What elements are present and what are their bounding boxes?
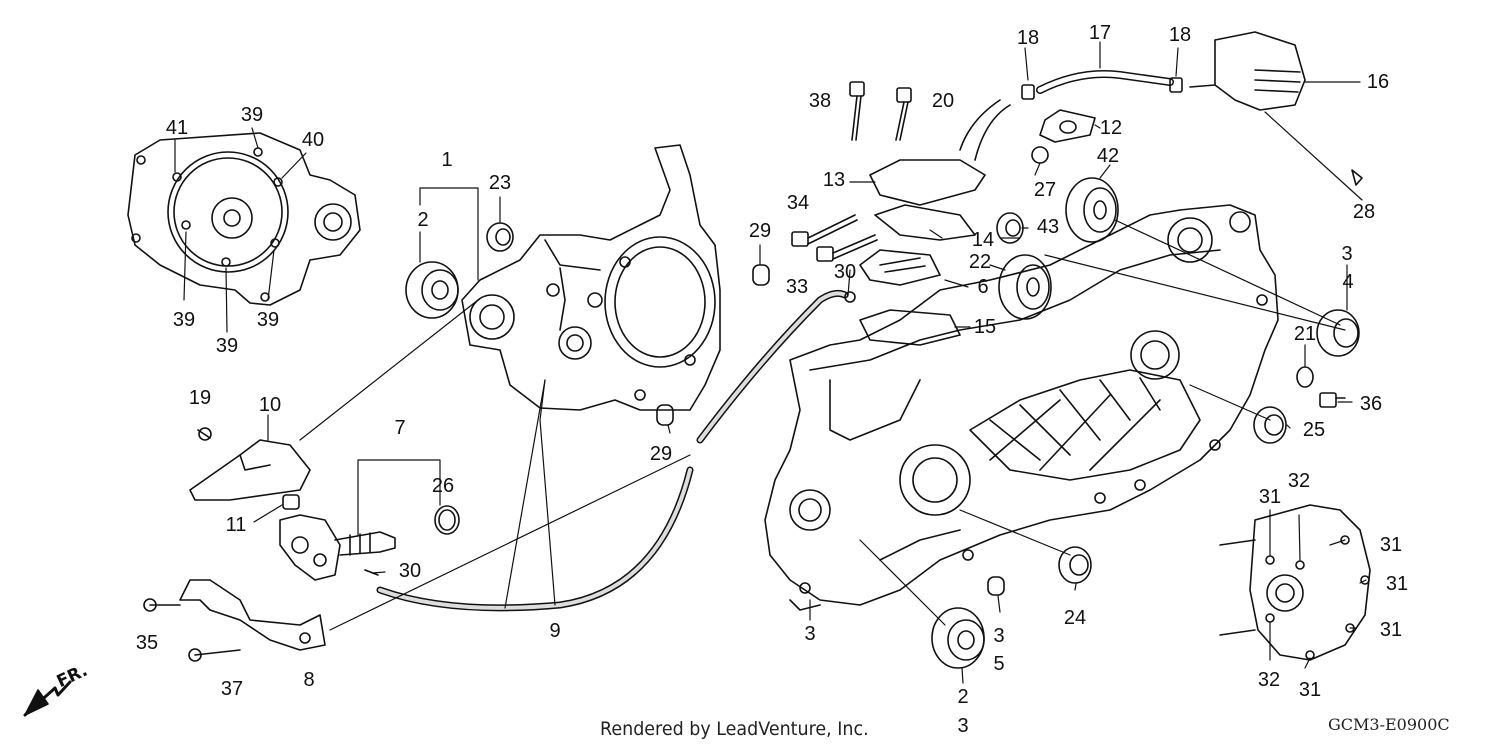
- callout-23: 23: [488, 172, 512, 194]
- callout-9: 9: [549, 620, 561, 642]
- right-crankcase-half: [764, 204, 1279, 611]
- bearing-42: [1065, 177, 1119, 243]
- callout-1: 1: [441, 149, 453, 171]
- callout-30: 30: [398, 560, 422, 582]
- callout-28: 28: [1352, 201, 1376, 223]
- bolts: [791, 81, 1363, 408]
- oil-seal-23: [486, 222, 514, 252]
- callout-2: 2: [957, 686, 969, 708]
- callout-22: 22: [968, 251, 992, 273]
- callout-3: 3: [957, 715, 969, 737]
- callout-31: 31: [1258, 486, 1282, 508]
- callout-8: 8: [303, 669, 315, 691]
- callout-31: 31: [1379, 619, 1403, 641]
- callout-39: 39: [172, 309, 196, 331]
- air-filter-16: [1189, 31, 1306, 111]
- callout-39: 39: [240, 104, 264, 126]
- callout-16: 16: [1366, 71, 1390, 93]
- callout-14: 14: [971, 229, 995, 251]
- bracket-8: [143, 579, 326, 662]
- callout-2: 2: [417, 209, 429, 231]
- callout-39: 39: [215, 335, 239, 357]
- callout-13: 13: [822, 169, 846, 191]
- oil-pump-assembly: [279, 494, 460, 581]
- callout-37: 37: [220, 678, 244, 700]
- washer-21: [1296, 366, 1314, 388]
- bearing-2-right: [931, 607, 985, 669]
- callout-41: 41: [165, 117, 189, 139]
- oil-seal-25: [1253, 406, 1287, 444]
- bearing-22: [998, 254, 1052, 320]
- callout-5: 5: [993, 653, 1005, 675]
- reed-valve-assembly: [859, 99, 1096, 346]
- left-crankcase-cover: [127, 132, 361, 306]
- callout-31: 31: [1379, 534, 1403, 556]
- callout-27: 27: [1033, 179, 1057, 201]
- callout-34: 34: [786, 192, 810, 214]
- callout-29: 29: [748, 220, 772, 242]
- callout-19: 19: [188, 387, 212, 409]
- callout-25: 25: [1302, 419, 1326, 441]
- right-inner-cover: [1219, 504, 1371, 661]
- callout-18: 18: [1016, 27, 1040, 49]
- dowel-pins-29: [656, 264, 770, 426]
- callout-15: 15: [973, 316, 997, 338]
- callout-20: 20: [931, 90, 955, 112]
- callout-24: 24: [1063, 607, 1087, 629]
- callout-26: 26: [431, 475, 455, 497]
- callout-40: 40: [301, 129, 325, 151]
- callout-10: 10: [258, 394, 282, 416]
- front-arrow-icon: [23, 680, 72, 717]
- callout-17: 17: [1088, 22, 1112, 44]
- callout-43: 43: [1036, 216, 1060, 238]
- render-credit: Rendered by LeadVenture, Inc.: [600, 718, 869, 740]
- callout-11: 11: [225, 514, 247, 536]
- callout-21: 21: [1293, 323, 1317, 345]
- bearing-2-left: [405, 261, 459, 319]
- oil-seal-24: [1058, 546, 1092, 584]
- callout-29: 29: [649, 443, 673, 465]
- oil-pump-cover-10: [189, 427, 311, 501]
- callout-31: 31: [1298, 679, 1322, 701]
- callout-38: 38: [808, 90, 832, 112]
- callout-35: 35: [135, 632, 159, 654]
- callout-42: 42: [1096, 145, 1120, 167]
- left-crankcase-half: [461, 144, 721, 411]
- oil-tube-9: [364, 289, 856, 612]
- callout-3: 3: [804, 623, 816, 645]
- callout-7: 7: [394, 417, 406, 439]
- callout-30: 30: [833, 261, 857, 283]
- callout-32: 32: [1287, 470, 1311, 492]
- callout-32: 32: [1257, 669, 1281, 691]
- callout-12: 12: [1099, 117, 1123, 139]
- callout-36: 36: [1359, 393, 1383, 415]
- air-hose-17: [1021, 70, 1183, 100]
- bearing-4: [1316, 309, 1360, 357]
- callout-33: 33: [785, 276, 809, 298]
- callout-4: 4: [1342, 271, 1354, 293]
- callout-18: 18: [1168, 24, 1192, 46]
- callout-3: 3: [1341, 243, 1353, 265]
- callout-6: 6: [977, 276, 989, 298]
- dowel-5: [987, 576, 1005, 596]
- callout-31: 31: [1385, 573, 1409, 595]
- callout-39: 39: [256, 309, 280, 331]
- diagram-code: GCM3-E0900C: [1328, 715, 1450, 734]
- callout-3: 3: [993, 625, 1005, 647]
- leader-lines: [174, 41, 1367, 684]
